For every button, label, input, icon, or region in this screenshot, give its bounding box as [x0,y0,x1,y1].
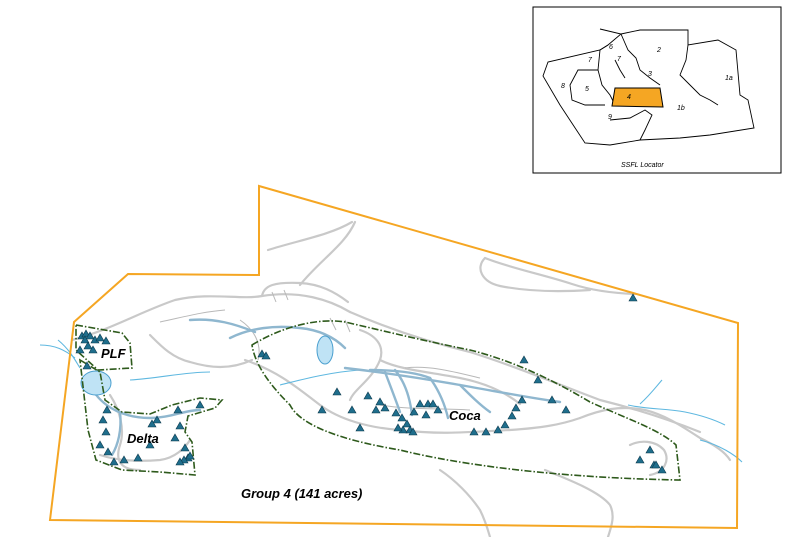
sample-triangle-icon [433,405,443,414]
sample-triangle-icon [88,345,98,354]
ssfl-locator-inset: 1a 1b 2 3 4 5 6 7 7 8 9 SSFL Locator [532,6,782,174]
group-4-label: Group 4 (141 acres) [241,486,362,501]
locator-label-1b: 1b [677,105,685,112]
locator-label-3: 3 [648,71,652,78]
sample-triangle-icon [175,421,185,430]
locator-label-1a: 1a [725,75,733,82]
plf-area-boundary [75,324,133,371]
sample-triangle-icon [645,445,655,454]
sample-triangle-icon [415,399,425,408]
sample-triangle-icon [500,420,510,429]
locator-label-2: 2 [656,47,661,54]
sample-triangle-icon [317,405,327,414]
sample-triangle-icon [83,341,93,350]
sample-triangle-icon [85,331,95,340]
group-4-boundary [48,184,740,530]
locator-label-4: 4 [627,94,631,101]
sample-triangle-icon [533,375,543,384]
sample-triangle-icon [481,427,491,436]
sample-triangle-icon [519,355,529,364]
sample-triangle-icon [133,453,143,462]
sample-triangle-icon [82,361,92,370]
sample-triangle-icon [75,345,85,354]
sample-triangle-icon [628,293,638,302]
sample-triangle-icon [195,400,205,409]
sample-triangle-icon [98,415,108,424]
sample-triangle-icon [152,415,162,424]
sample-triangle-icon [408,427,418,436]
sample-triangle-icon [119,455,129,464]
sample-triangle-icon [170,433,180,442]
sample-triangle-icon [428,399,438,408]
sample-triangle-icon [347,405,357,414]
sample-triangle-icon [185,451,195,460]
sample-triangle-icon [651,460,661,469]
sample-triangle-icon [102,405,112,414]
sample-triangle-icon [109,457,119,466]
sample-triangle-icon [375,397,385,406]
sample-triangle-icon [355,423,365,432]
locator-title: SSFL Locator [621,162,664,169]
sample-triangle-icon [547,395,557,404]
sample-triangle-icon [561,405,571,414]
delta-area-boundary [79,358,224,476]
coca-label: Coca [449,408,481,423]
locator-area-4-highlight [611,87,664,108]
locator-label-5: 5 [585,86,589,93]
coca-pond [316,335,334,365]
sample-triangle-icon [511,403,521,412]
sample-triangle-icon [101,336,111,345]
sample-markers-layer [75,293,667,474]
sample-triangle-icon [493,425,503,434]
sample-triangle-icon [371,405,381,414]
sample-triangle-icon [175,457,185,466]
locator-label-7a: 7 [588,57,593,64]
sample-triangle-icon [469,427,479,436]
sample-triangle-icon [517,395,527,404]
sample-triangle-icon [421,410,431,419]
sample-triangle-icon [391,408,401,417]
plf-pond [80,370,112,396]
coca-area-boundary [251,320,681,481]
sample-triangle-icon [393,423,403,432]
locator-label-8: 8 [561,83,565,90]
sample-triangle-icon [101,427,111,436]
sample-triangle-icon [147,419,157,428]
delta-label: Delta [127,431,159,446]
locator-label-6: 6 [609,44,613,51]
sample-triangle-icon [180,443,190,452]
sample-triangle-icon [402,419,412,428]
sample-triangle-icon [380,403,390,412]
sample-triangle-icon [261,351,271,360]
sample-triangle-icon [397,413,407,422]
locator-label-9: 9 [608,114,612,121]
locator-label-7b: 7 [617,56,622,63]
sample-triangle-icon [80,335,90,344]
sample-triangle-icon [507,411,517,420]
sample-triangle-icon [332,387,342,396]
sample-triangle-icon [173,405,183,414]
sample-triangle-icon [409,407,419,416]
sample-triangle-icon [657,465,667,474]
sample-triangle-icon [635,455,645,464]
sample-triangle-icon [95,440,105,449]
water-layer [39,318,743,463]
sample-triangle-icon [103,447,113,456]
sample-triangle-icon [145,440,155,449]
plf-label: PLF [101,346,127,361]
sample-triangle-icon [363,391,373,400]
sample-triangle-icon [95,333,105,342]
roads-layer [70,220,732,537]
